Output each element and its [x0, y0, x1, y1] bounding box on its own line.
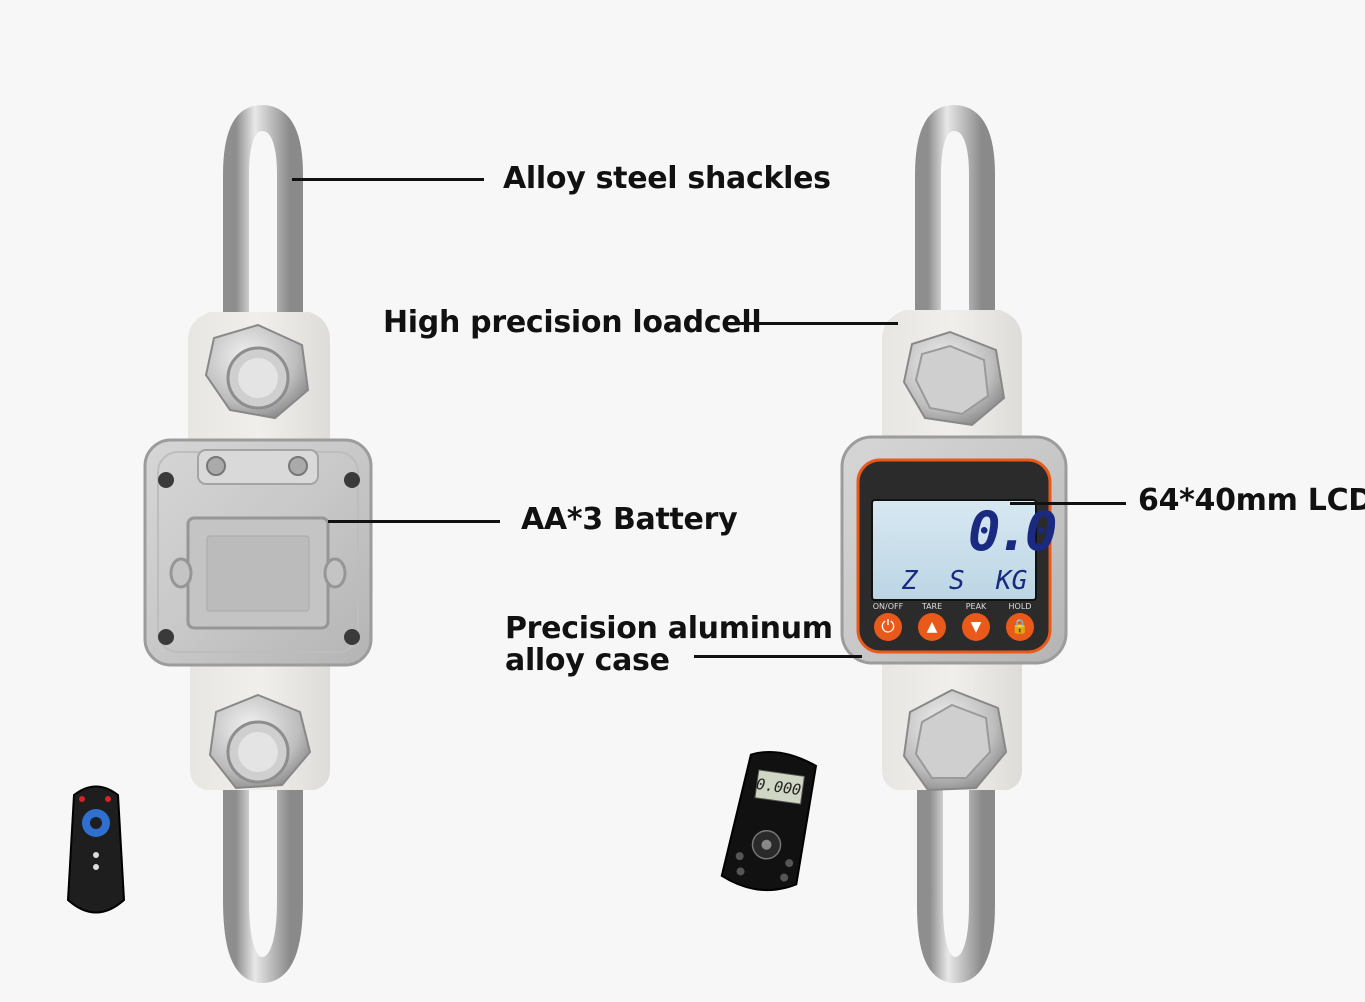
triangle-down-icon: ▼: [962, 613, 990, 641]
bottom-nut-left: [208, 693, 312, 790]
button-label: PEAK: [965, 602, 987, 611]
triangle-up-icon: ▲: [918, 613, 946, 641]
lock-icon: 🔒: [1006, 613, 1034, 641]
label-case-line2: alloy case: [505, 643, 670, 678]
button-label: HOLD: [1008, 602, 1032, 611]
lcd-status-row: Z S KG: [902, 566, 1028, 596]
button-hold[interactable]: HOLD 🔒: [1000, 602, 1040, 641]
lcd-screen: [871, 499, 1037, 601]
label-shackles: Alloy steel shackles: [503, 161, 831, 196]
button-tare[interactable]: TARE ▲: [912, 602, 952, 641]
label-lcd: 64*40mm LCD: [1138, 483, 1365, 518]
left-crane-scale: [143, 104, 373, 984]
callout-line-loadcell: [740, 322, 898, 325]
label-loadcell: High precision loadcell: [383, 305, 762, 340]
callout-line-case: [694, 655, 862, 658]
button-peak[interactable]: PEAK ▼: [956, 602, 996, 641]
ir-remote: [66, 785, 126, 914]
button-label: TARE: [921, 602, 943, 611]
callout-line-shackles: [292, 178, 484, 181]
button-label: ON/OFF: [872, 602, 904, 611]
callout-line-lcd: [1010, 502, 1126, 505]
bottom-shackle-left: [223, 687, 303, 984]
top-nut-left: [204, 323, 310, 420]
top-nut-right: [902, 330, 1006, 427]
handheld-display-remote: [720, 750, 818, 892]
battery-cover: [169, 516, 347, 630]
lcd-reading: 0.0: [968, 500, 1058, 563]
label-battery: AA*3 Battery: [521, 502, 738, 537]
power-icon: ⏻: [874, 613, 902, 641]
top-shackle-left: [223, 104, 303, 393]
lcd-button-row: ON/OFF ⏻ TARE ▲ PEAK ▼ HOLD 🔒: [868, 602, 1044, 652]
top-shackle-right: [915, 104, 995, 373]
button-on-off[interactable]: ON/OFF ⏻: [868, 602, 908, 641]
label-case-line1: Precision aluminum: [505, 611, 833, 646]
callout-line-battery: [328, 520, 500, 523]
right-crane-scale: [840, 104, 1068, 984]
bottom-nut-right: [902, 688, 1008, 792]
bottom-shackle-right: [917, 707, 995, 984]
